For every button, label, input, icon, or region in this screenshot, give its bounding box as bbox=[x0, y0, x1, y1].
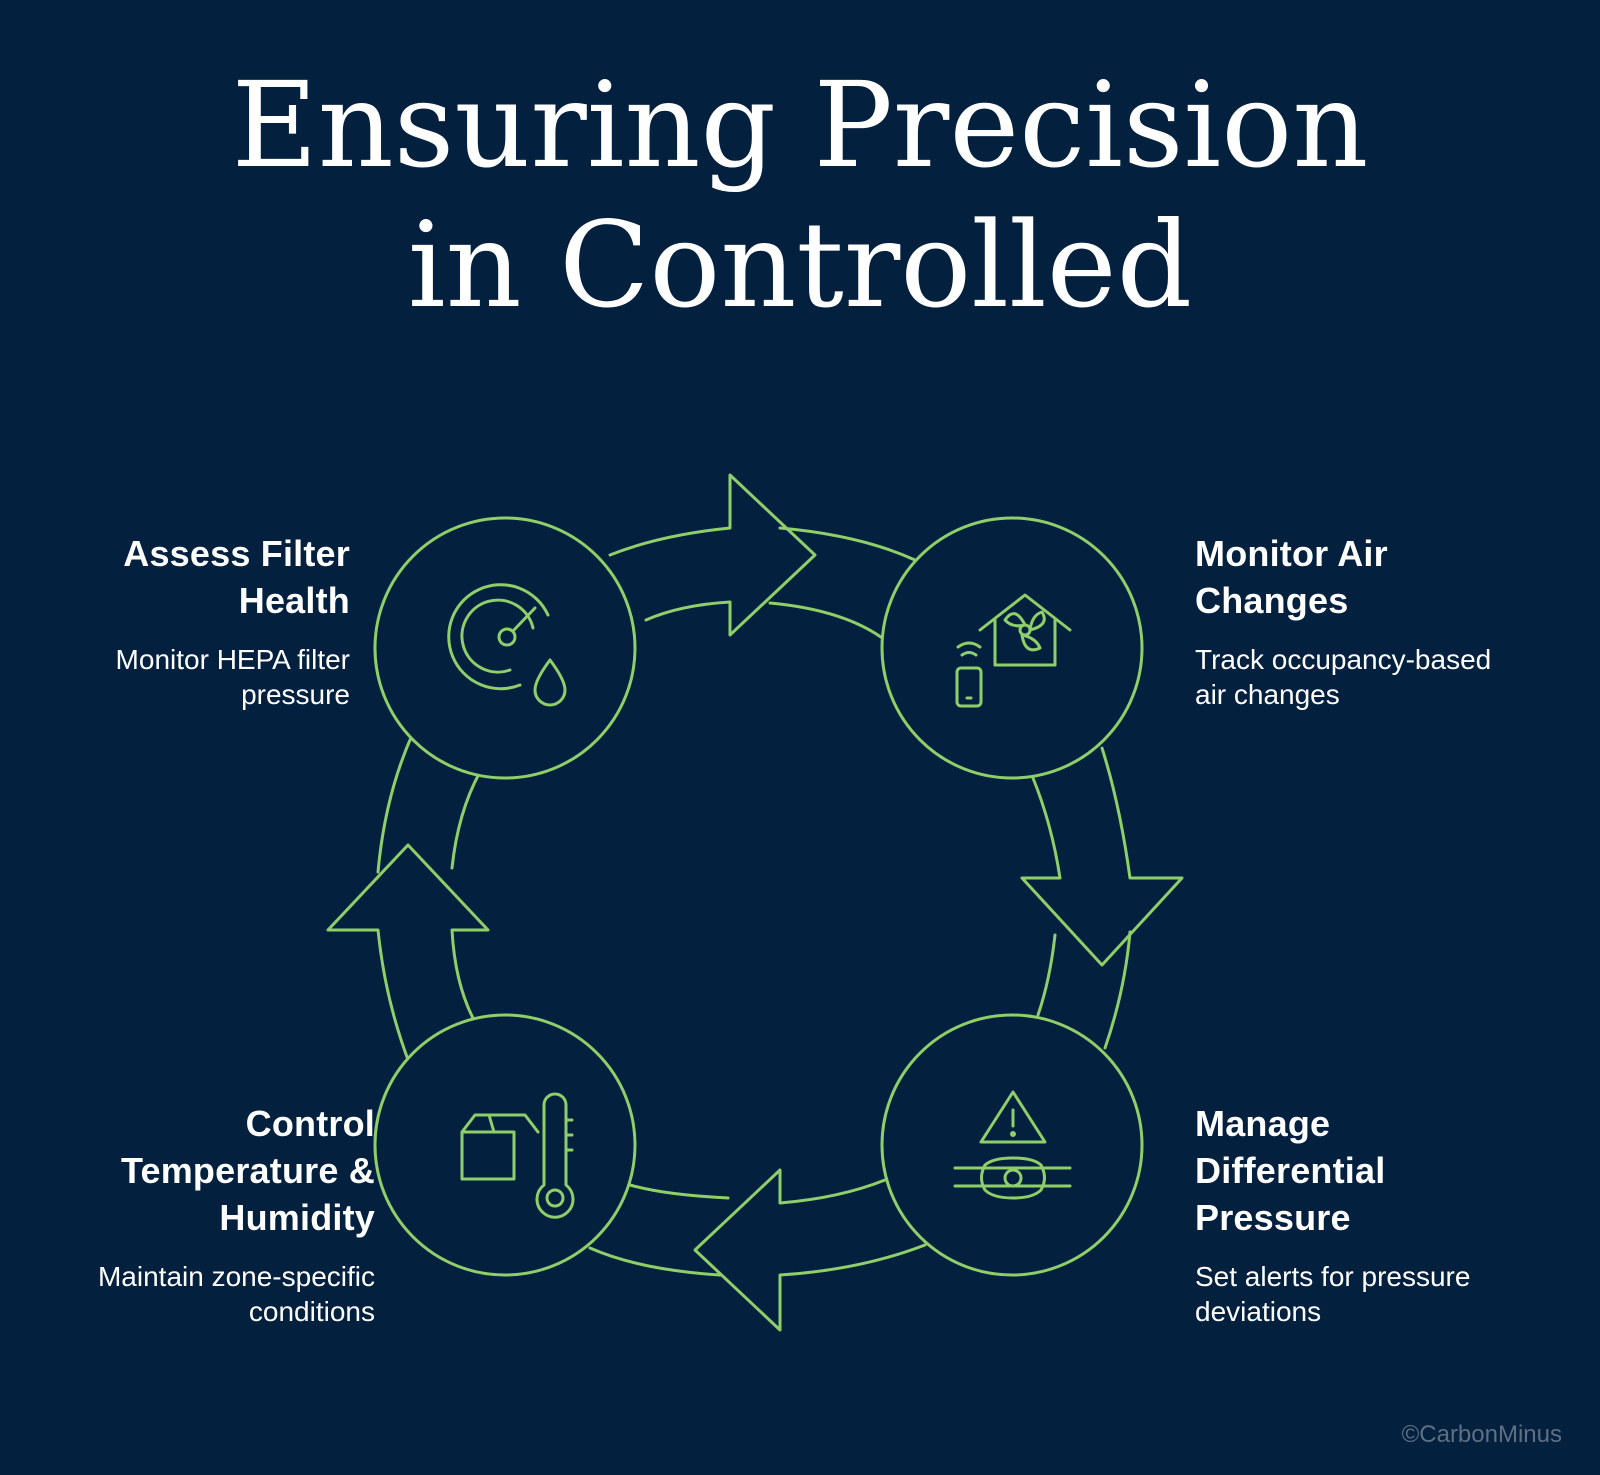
box-thermometer-icon bbox=[460, 1092, 575, 1219]
arrow-right bbox=[1020, 746, 1184, 967]
step-description: Monitor HEPA filter pressure bbox=[115, 644, 350, 710]
title-line-2: in Controlled bbox=[407, 196, 1193, 334]
arrow-left-tail bbox=[376, 731, 482, 874]
step-description: Maintain zone-specific conditions bbox=[97, 1261, 375, 1327]
smart-home-fan-icon bbox=[955, 593, 1072, 708]
title-line-1: Ensuring Precision bbox=[231, 56, 1369, 194]
copyright-notice: ©CarbonMinus bbox=[1401, 1421, 1562, 1448]
step-circle-manage bbox=[880, 1013, 1144, 1277]
warning-valve-icon bbox=[953, 1090, 1072, 1200]
step-circle-assess bbox=[373, 516, 637, 780]
step-control-temperature-humidity: Control Temperature & Humidity Maintain … bbox=[0, 1100, 375, 1329]
arrow-bottom bbox=[693, 1168, 927, 1332]
arrow-top bbox=[608, 473, 817, 637]
step-heading: Monitor Air Changes bbox=[1195, 533, 1388, 621]
arrow-right-tail bbox=[1036, 930, 1132, 1050]
arrow-top-tail bbox=[768, 526, 917, 642]
step-manage-differential-pressure: Manage Differential Pressure Set alerts … bbox=[1195, 1100, 1585, 1329]
step-heading: Assess Filter Health bbox=[123, 533, 350, 621]
step-heading: Control Temperature & Humidity bbox=[120, 1103, 375, 1238]
gauge-droplet-icon bbox=[447, 583, 567, 707]
step-circle-monitor bbox=[880, 516, 1144, 780]
step-assess-filter-health: Assess Filter Health Monitor HEPA filter… bbox=[0, 530, 350, 712]
step-monitor-air-changes: Monitor Air Changes Track occupancy-base… bbox=[1195, 530, 1585, 712]
step-heading: Manage Differential Pressure bbox=[1195, 1103, 1386, 1238]
page-title: Ensuring Precision in Controlled bbox=[0, 55, 1600, 335]
step-description: Set alerts for pressure deviations bbox=[1195, 1261, 1471, 1327]
step-circle-control bbox=[373, 1013, 637, 1277]
step-description: Track occupancy-based air changes bbox=[1195, 644, 1492, 710]
arrow-left bbox=[326, 843, 490, 1067]
arrow-bottom-tail bbox=[588, 1183, 730, 1277]
